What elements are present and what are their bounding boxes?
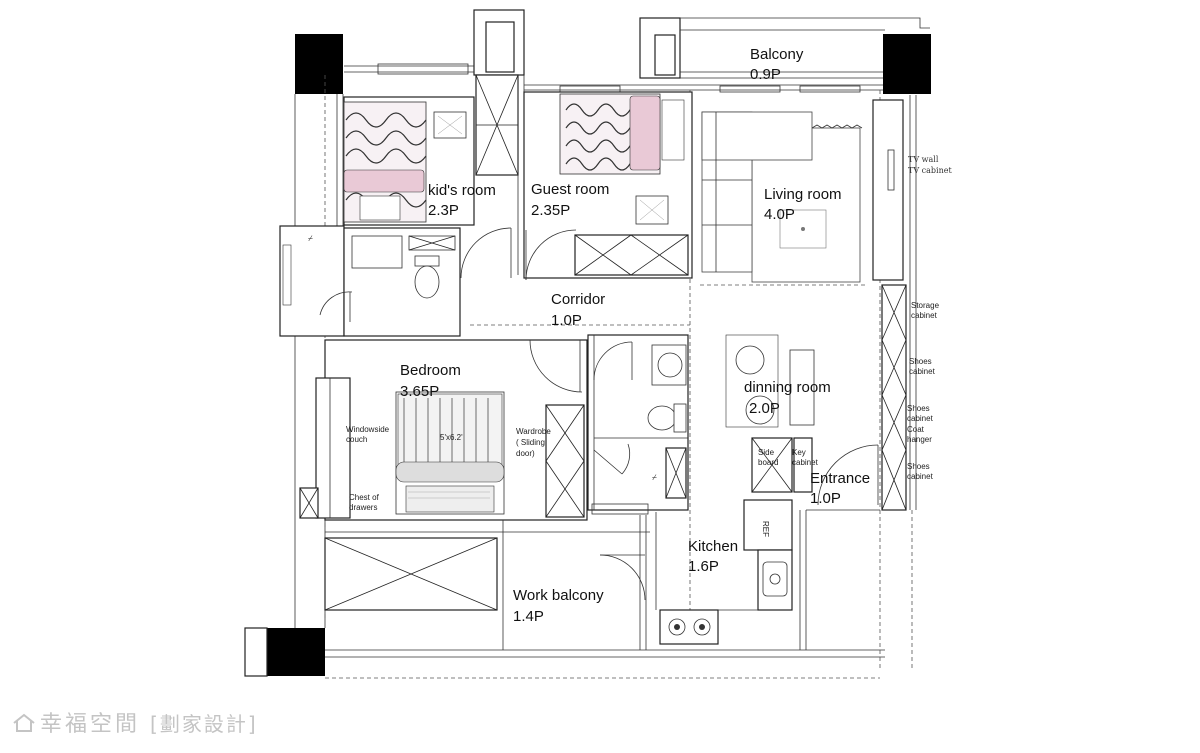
sink-icon	[351, 235, 403, 269]
coat-hanger-label-2: hanger	[907, 435, 932, 444]
balcony-structure	[344, 9, 930, 93]
entrance-name: Entrance	[810, 470, 870, 487]
toilet-icon	[647, 405, 677, 431]
side-board-label-1: Side	[758, 448, 775, 457]
living-room-name: Living room	[764, 186, 842, 203]
shoes-cabinet-b-label-2: cabinet	[907, 414, 934, 423]
shoes-cabinet-c-label-2: cabinet	[907, 472, 934, 481]
wardrobe-label-3: door)	[516, 449, 535, 458]
entrance-area: 1.0P	[810, 490, 841, 507]
guest-room-area: 2.35P	[531, 202, 570, 219]
windowside-couch-label-1: Windowside	[346, 425, 390, 434]
work-balcony-name: Work balcony	[513, 587, 604, 604]
svg-text:⌿: ⌿	[308, 234, 313, 243]
guest-room-name: Guest room	[531, 181, 609, 198]
door-swing-icon	[460, 227, 577, 281]
side-board-label-2: board	[758, 458, 778, 467]
shoes-cabinet-a-label-1: Shoes	[909, 357, 932, 366]
wardrobe-label-1: Wardrobe	[516, 427, 551, 436]
wardrobe-label-2: ( Sliding	[516, 438, 545, 447]
chest-label-1: Chest of	[349, 493, 380, 502]
storage-cabinet-label-1: Storage	[911, 301, 940, 310]
bed-icon	[343, 101, 427, 223]
chair-icon	[735, 345, 765, 375]
tv-cabinet-label: TV cabinet	[908, 166, 952, 175]
coat-hanger-label-1: Coat	[907, 425, 925, 434]
outer-walls	[294, 94, 917, 658]
work-balcony: Work balcony 1.4P	[324, 503, 650, 650]
watermark-designer: [劃家設計]	[150, 712, 258, 736]
work-balcony-area: 1.4P	[513, 608, 544, 625]
bathroom-1: ⌿	[279, 225, 461, 337]
dinning-room-name: dinning room	[744, 379, 831, 396]
kids-room: kid's room 2.3P	[343, 74, 525, 275]
chair-icon	[745, 395, 775, 425]
ref-label: REF	[761, 521, 770, 537]
chest-label-2: drawers	[349, 503, 377, 512]
bed-icon	[395, 391, 505, 515]
kids-room-area: 2.3P	[428, 202, 459, 219]
toilet-icon	[414, 255, 440, 267]
key-cabinet-label-1: Key	[792, 448, 806, 457]
bedroom-area: 3.65P	[400, 383, 439, 400]
bedroom-name: Bedroom	[400, 362, 461, 379]
svg-text:⌿: ⌿	[652, 473, 657, 482]
bed-size-label: 5'x6.2'	[440, 433, 463, 442]
corridor-name: Corridor	[551, 291, 605, 308]
column-top-right	[883, 34, 931, 94]
key-cabinet-label-2: cabinet	[792, 458, 819, 467]
kitchen: REF Kitchen 1.6P	[655, 499, 793, 645]
shoes-cabinet-a-label-2: cabinet	[909, 367, 936, 376]
watermark: 幸福空間 [劃家設計]	[12, 706, 258, 738]
storage-cabinet-label-2: cabinet	[911, 311, 938, 320]
column-top-left	[295, 34, 343, 94]
kitchen-name: Kitchen	[688, 538, 738, 555]
shoes-cabinet-b-label-1: Shoes	[907, 404, 930, 413]
entrance: Entrance 1.0P Storage cabinet Shoes cabi…	[806, 284, 940, 511]
dinning-room-area: 2.0P	[749, 400, 780, 417]
shoes-cabinet-c-label-1: Shoes	[907, 462, 930, 471]
stove-icon	[668, 618, 711, 636]
watermark-brand: 幸福空間	[40, 712, 141, 737]
balcony-area: 0.9P	[750, 66, 781, 83]
corridor-area: 1.0P	[551, 312, 582, 329]
bedroom: 5'x6.2' Bedroom 3.65P Windowside couch W…	[299, 339, 588, 521]
bathroom-2: ⌿	[587, 334, 689, 511]
dinning-room: dinning room 2.0P Side board Key cabinet	[725, 334, 831, 493]
guest-room: Guest room 2.35P	[523, 91, 693, 279]
kids-room-name: kid's room	[428, 182, 496, 199]
bed-icon	[559, 93, 685, 175]
column-bottom-left	[265, 628, 325, 676]
house-icon	[13, 713, 35, 732]
windowside-couch-label-2: couch	[346, 435, 367, 444]
kitchen-area: 1.6P	[688, 558, 719, 575]
living-room: TV wall TV cabinet Living room 4.0P	[701, 99, 952, 283]
living-room-area: 4.0P	[764, 206, 795, 223]
table-icon	[789, 349, 815, 426]
tv-wall-label: TV wall	[908, 155, 939, 164]
balcony-name: Balcony	[750, 46, 804, 63]
